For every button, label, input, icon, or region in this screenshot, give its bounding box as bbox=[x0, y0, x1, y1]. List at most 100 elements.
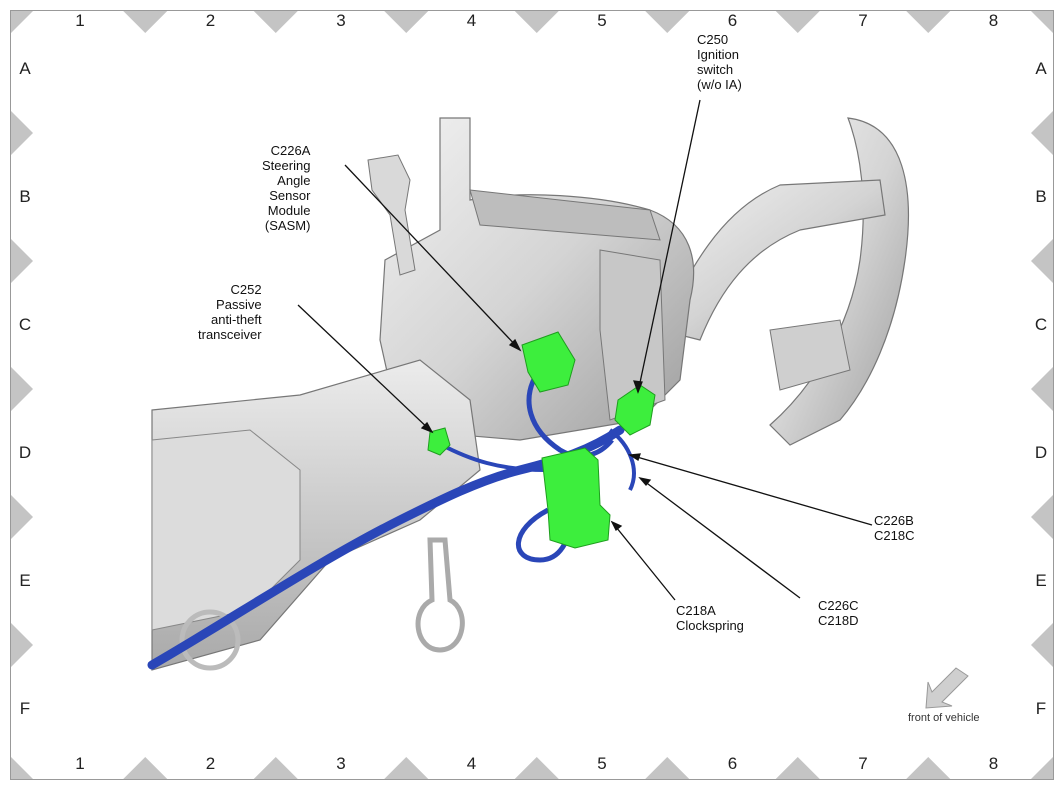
callout-c226a-line: (SASM) bbox=[264, 218, 311, 233]
grid-marker-top bbox=[775, 11, 820, 33]
grid-marker-bottom bbox=[253, 757, 298, 779]
grid-marker-top bbox=[253, 11, 298, 33]
grid-row-label: C bbox=[18, 315, 32, 334]
callout-c250-line: (w/o IA) bbox=[697, 77, 742, 92]
callout-c252-line: Passive bbox=[216, 297, 262, 312]
callout-c226a-line: Sensor bbox=[269, 188, 311, 203]
leader-c226c bbox=[639, 477, 801, 599]
diagram-frame bbox=[10, 10, 1054, 780]
grid-marker-bottom bbox=[906, 757, 951, 779]
grid-column-label: 4 bbox=[466, 754, 477, 773]
grid-column-label: 8 bbox=[988, 11, 999, 30]
grid-row-label: D bbox=[18, 443, 32, 462]
callout-c250: C250 Ignition switch (w/o IA) bbox=[697, 32, 742, 92]
arrowhead-c226a bbox=[508, 338, 522, 352]
callout-c252: C252 Passive anti-theft transceiver bbox=[198, 282, 262, 342]
grid-column-label: 6 bbox=[727, 754, 738, 773]
column-bracket bbox=[151, 429, 301, 631]
callout-c226b-line: C226B bbox=[874, 513, 914, 528]
grid-column-label: 3 bbox=[336, 754, 346, 773]
callout-c250-line: switch bbox=[697, 62, 734, 77]
grid-marker-bottom bbox=[645, 757, 690, 779]
grid-row-label: C bbox=[1034, 315, 1048, 334]
grid-marker-top bbox=[384, 11, 429, 33]
grid-column-label: 8 bbox=[988, 754, 999, 773]
grid-marker-bottom bbox=[123, 757, 168, 779]
grid-marker-right bbox=[1031, 495, 1053, 539]
callout-c252-line: C252 bbox=[230, 282, 262, 297]
grid-row-label: E bbox=[19, 571, 31, 590]
grid-marker-corner bbox=[1031, 11, 1053, 33]
grid-column-label: 2 bbox=[205, 11, 216, 30]
callout-c252-line: anti-theft bbox=[210, 312, 262, 327]
callout-c226a-line: Module bbox=[267, 203, 311, 218]
instrument-bezel bbox=[469, 189, 661, 241]
arrowhead-c226b bbox=[628, 453, 641, 461]
callout-c226a-line: Steering bbox=[262, 158, 311, 173]
grid-row-label: E bbox=[1035, 571, 1047, 590]
callout-c226a: C226A Steering Angle Sensor Module (SASM… bbox=[262, 143, 310, 233]
grid-marker-left bbox=[11, 239, 33, 283]
grid-marker-right bbox=[1031, 623, 1053, 667]
callout-c218a: C218A Clockspring bbox=[676, 603, 744, 633]
callout-c226a-line: Angle bbox=[277, 173, 311, 188]
callout-c226b: C226B C218C bbox=[874, 513, 914, 543]
callout-c226b-line: C218C bbox=[874, 528, 915, 543]
grid-row-label: F bbox=[19, 699, 31, 718]
turn-signal-stalk bbox=[769, 319, 851, 391]
front-of-vehicle-label: front of vehicle bbox=[908, 712, 980, 724]
grid-marker-bottom bbox=[775, 757, 820, 779]
grid-row-label: B bbox=[19, 187, 31, 206]
grid-marker-left bbox=[11, 111, 33, 155]
grid-column-label: 7 bbox=[858, 11, 868, 30]
grid-column-label: 6 bbox=[727, 11, 738, 30]
mount-ring bbox=[179, 609, 241, 671]
grid-marker-top bbox=[514, 11, 559, 33]
leader-c250 bbox=[637, 99, 701, 393]
grid-marker-top bbox=[906, 11, 951, 33]
arrowhead-c226c bbox=[638, 476, 652, 487]
grid-marker-corner bbox=[11, 757, 33, 779]
grid-column-label: 3 bbox=[336, 11, 346, 30]
grid-row-label: D bbox=[1034, 443, 1048, 462]
callout-c226a-line: C226A bbox=[270, 143, 311, 158]
grid-marker-corner bbox=[11, 11, 33, 33]
grid-marker-right bbox=[1031, 111, 1053, 155]
harness-branch-pats bbox=[439, 442, 546, 472]
grid-column-label: 5 bbox=[597, 754, 607, 773]
grid-marker-bottom bbox=[514, 757, 559, 779]
tilt-lever bbox=[415, 537, 465, 653]
grid-marker-left bbox=[11, 367, 33, 411]
arrowhead-c250 bbox=[633, 380, 643, 394]
harness-branch-ign bbox=[608, 428, 636, 491]
callout-c226c-line: C226C bbox=[818, 598, 859, 613]
grid-marker-top bbox=[123, 11, 168, 33]
grid-marker-bottom bbox=[384, 757, 429, 779]
grid-column-label: 5 bbox=[597, 11, 607, 30]
callout-c218a-line: C218A bbox=[676, 603, 716, 618]
callout-c218a-line: Clockspring bbox=[676, 618, 744, 633]
leader-c252 bbox=[297, 304, 433, 433]
grid-row-label: B bbox=[1035, 187, 1047, 206]
grid-marker-left bbox=[11, 495, 33, 539]
connector-c252 bbox=[427, 427, 451, 456]
grid-column-label: 7 bbox=[858, 754, 868, 773]
arrowhead-c218a bbox=[610, 520, 623, 532]
grid-column-label: 1 bbox=[75, 754, 85, 773]
arrowhead-c252 bbox=[420, 421, 434, 434]
callout-c250-line: Ignition bbox=[697, 47, 739, 62]
leader-c226a bbox=[344, 164, 521, 351]
grid-marker-corner bbox=[1031, 757, 1053, 779]
grid-column-label: 4 bbox=[466, 11, 477, 30]
grid-marker-top bbox=[645, 11, 690, 33]
grid-marker-right bbox=[1031, 239, 1053, 283]
grid-column-label: 2 bbox=[205, 754, 216, 773]
connector-c226a bbox=[521, 331, 576, 393]
connector-c218a bbox=[541, 447, 611, 549]
grid-column-label: 1 bbox=[75, 11, 85, 30]
grid-row-label: A bbox=[19, 59, 31, 78]
leader-c226b bbox=[629, 454, 873, 526]
harness-branch-sasm bbox=[526, 370, 614, 459]
